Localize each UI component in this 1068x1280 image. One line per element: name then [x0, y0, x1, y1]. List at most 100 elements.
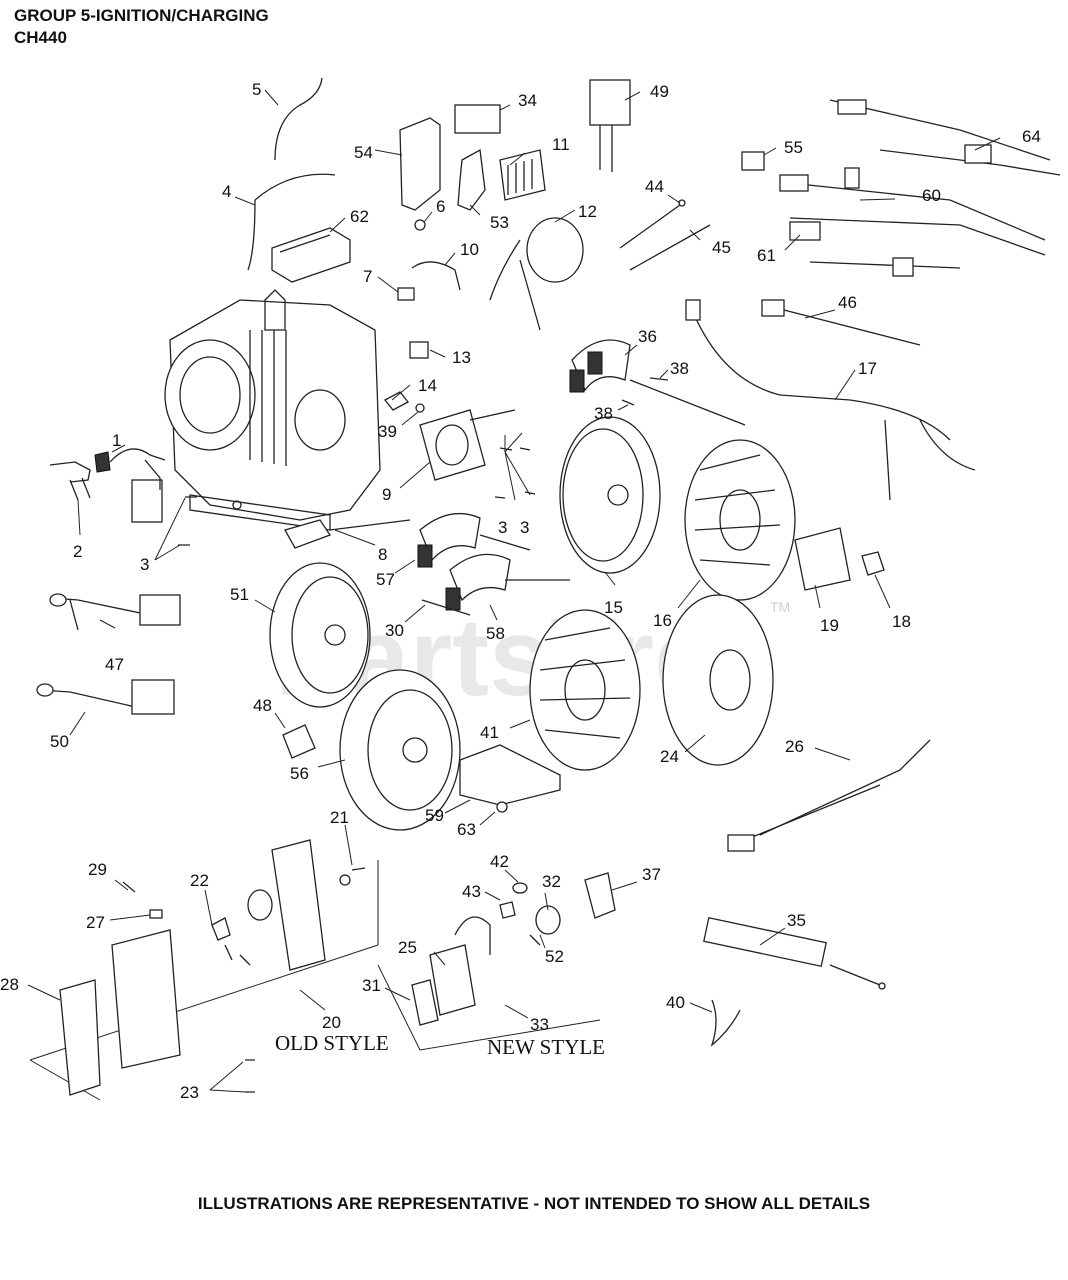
callout-12: 12 [578, 202, 597, 221]
callout-20: 20 [322, 1013, 341, 1032]
callout-1: 1 [112, 431, 121, 450]
callout-58: 58 [486, 624, 505, 643]
screen-24-illustration [662, 594, 774, 766]
flywheel-51-illustration [269, 562, 371, 708]
old-style-label: OLD STYLE [275, 1031, 389, 1055]
callout-60: 60 [922, 186, 941, 205]
switch-37-illustration [584, 872, 616, 919]
hour-meter-34-illustration [454, 104, 501, 134]
callout-5: 5 [252, 80, 261, 99]
old-style-group-illustration [29, 839, 379, 1101]
watermark-tm: TM [770, 599, 790, 615]
callout-51: 51 [230, 585, 249, 604]
flywheel-15-illustration [559, 416, 661, 574]
callout-46: 46 [838, 293, 857, 312]
flywheel-56-illustration [339, 669, 461, 831]
callout-13: 13 [452, 348, 471, 367]
callout-38a: 38 [670, 359, 689, 378]
callout-labels: 1 2 3 3 3 4 5 6 7 8 9 10 11 12 13 14 15 … [0, 80, 1041, 1102]
callout-10: 10 [460, 240, 479, 259]
fan-16-illustration [684, 439, 796, 601]
callout-55: 55 [784, 138, 803, 157]
callout-8: 8 [378, 545, 387, 564]
harness-64-illustration [829, 99, 1061, 176]
spark-lead-50-illustration [36, 679, 175, 715]
rectifier-11-illustration [499, 149, 546, 201]
callout-38b: 38 [594, 404, 613, 423]
wire-4-illustration [247, 173, 336, 271]
lead-10-illustration [411, 261, 461, 291]
wire-loop-12-illustration [489, 217, 584, 331]
callout-6: 6 [436, 197, 445, 216]
lead-30-illustration [421, 599, 471, 616]
stator-57-illustration [417, 512, 531, 568]
callout-leaders [27, 89, 1001, 1093]
callout-48: 48 [253, 696, 272, 715]
callout-28: 28 [0, 975, 19, 994]
callout-62: 62 [350, 207, 369, 226]
callout-33: 33 [530, 1015, 549, 1034]
part-7-illustration [397, 287, 415, 301]
callout-3a: 3 [140, 555, 149, 574]
callout-50: 50 [50, 732, 69, 751]
washer-39-illustration [415, 403, 425, 413]
callout-57: 57 [376, 570, 395, 589]
callout-47: 47 [105, 655, 124, 674]
screw-38-illustration [649, 377, 669, 381]
callout-21: 21 [330, 808, 349, 827]
lead-44-illustration [619, 204, 681, 249]
wire-5-illustration [274, 77, 323, 161]
stator-58-illustration [445, 553, 570, 611]
washer-63-illustration [496, 801, 508, 813]
callout-30: 30 [385, 621, 404, 640]
callout-3c: 3 [520, 518, 529, 537]
screw-3-left-illustration [178, 496, 197, 546]
nut-18-illustration [861, 551, 885, 576]
fan-41-illustration [529, 609, 641, 771]
callout-39: 39 [378, 422, 397, 441]
tie-40-illustration [710, 999, 741, 1047]
bracket-53-illustration [457, 148, 486, 211]
clip-14-illustration [384, 391, 409, 411]
callout-4: 4 [222, 182, 231, 201]
screw-38b-illustration [621, 399, 635, 406]
callout-17: 17 [858, 359, 877, 378]
callout-54: 54 [354, 143, 373, 162]
callout-2: 2 [73, 542, 82, 561]
lead-45-illustration [629, 224, 711, 271]
callout-26: 26 [785, 737, 804, 756]
bracket-54-illustration [399, 117, 441, 211]
callout-34: 34 [518, 91, 537, 110]
callout-41: 41 [480, 723, 499, 742]
ignition-coil-illustration [49, 448, 166, 523]
sleeve-48-illustration [282, 724, 316, 759]
footer-disclaimer: ILLUSTRATIONS ARE REPRESENTATIVE - NOT I… [197, 1194, 871, 1213]
callout-32: 32 [542, 872, 561, 891]
callout-18: 18 [892, 612, 911, 631]
callout-3b: 3 [498, 518, 507, 537]
callout-22: 22 [190, 871, 209, 890]
callout-35: 35 [787, 911, 806, 930]
harness-60-illustration [779, 167, 1046, 241]
callout-52: 52 [545, 947, 564, 966]
callout-31: 31 [362, 976, 381, 995]
callout-44: 44 [645, 177, 664, 196]
cup-19-illustration [794, 527, 851, 591]
lead-46-illustration [761, 299, 921, 346]
callout-7: 7 [363, 267, 372, 286]
model-number: CH440 [14, 28, 67, 47]
callout-9: 9 [382, 485, 391, 504]
callout-19: 19 [820, 616, 839, 635]
callout-56: 56 [290, 764, 309, 783]
regulator-49-illustration [589, 79, 631, 172]
callout-27: 27 [86, 913, 105, 932]
callout-61: 61 [757, 246, 776, 265]
callout-29: 29 [88, 860, 107, 879]
callout-40: 40 [666, 993, 685, 1012]
callout-64: 64 [1022, 127, 1041, 146]
callout-63: 63 [457, 820, 476, 839]
callout-14: 14 [418, 376, 437, 395]
callout-42: 42 [490, 852, 509, 871]
harness-17-illustration [685, 299, 976, 501]
